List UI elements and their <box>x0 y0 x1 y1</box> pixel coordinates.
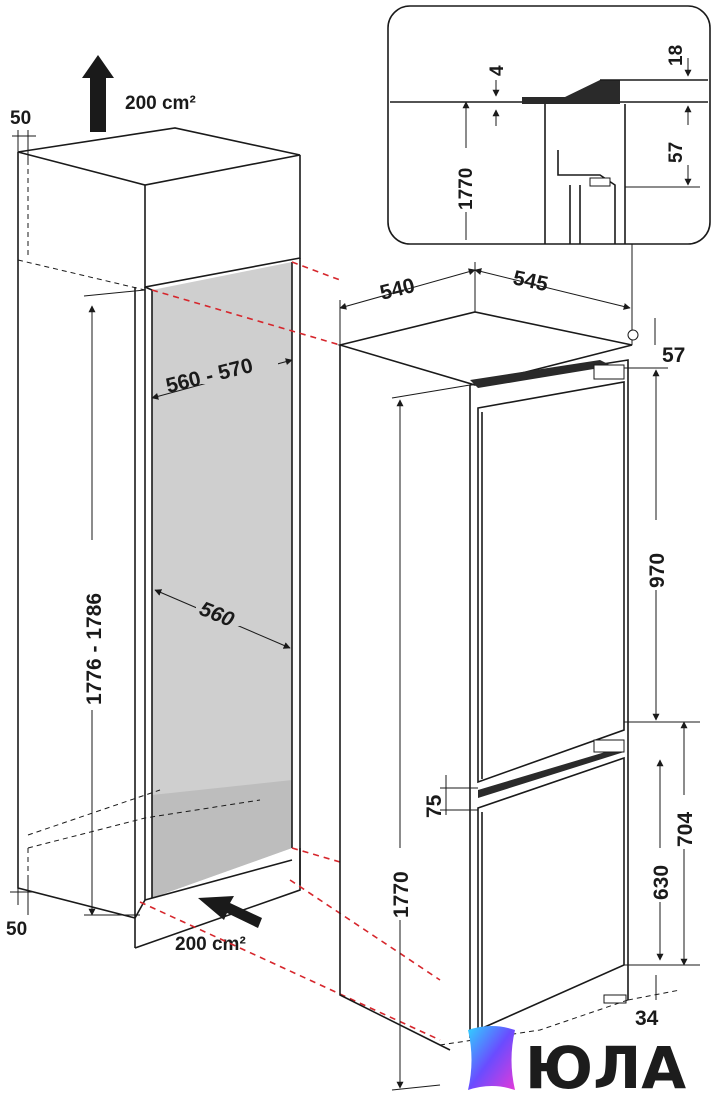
vent-bottom-gap: 50 <box>6 919 27 940</box>
detail-gap: 4 <box>487 65 508 76</box>
vent-bottom-area: 200 cm² <box>175 934 246 955</box>
lower-section-height: 704 <box>674 812 697 847</box>
yula-logo-icon <box>468 1026 515 1090</box>
upper-door <box>477 381 625 784</box>
yula-logo: ЮЛА <box>468 1026 686 1100</box>
detail-frame <box>387 5 711 245</box>
detail-height: 1770 <box>456 168 477 210</box>
niche-back <box>152 262 292 898</box>
upper-door-height: 970 <box>646 553 669 588</box>
cabinet-top-front <box>144 155 301 288</box>
fridge-height: 1770 <box>390 871 413 918</box>
fridge-side <box>339 345 451 1051</box>
detail-callout-icon <box>627 329 639 341</box>
fridge-depth: 540 <box>378 274 418 305</box>
vent-top-gap: 50 <box>10 108 31 129</box>
cabinet-plinth <box>134 848 301 949</box>
cabinet-top-face <box>17 127 301 186</box>
niche-floor <box>152 780 292 898</box>
niche-height: 1776 - 1786 <box>83 593 106 705</box>
base-height: 34 <box>635 1007 659 1030</box>
fridge-top <box>336 311 633 386</box>
door-gap: 75 <box>423 794 446 818</box>
fridge-dimensions: 540 545 57 970 75 630 704 34 1770 <box>339 262 700 1091</box>
vent-bottom: 200 cm² 50 <box>6 880 262 955</box>
fridge <box>336 311 681 1051</box>
cabinet <box>17 127 301 949</box>
alignment-lines <box>139 261 441 1041</box>
lower-door <box>477 756 625 1032</box>
detail-clearance: 57 <box>666 142 687 163</box>
top-clearance: 57 <box>662 344 685 367</box>
arrow-in-icon <box>198 896 262 928</box>
vent-top-area: 200 cm² <box>125 93 196 114</box>
detail-trim: 18 <box>666 45 687 66</box>
vent-top: 200 cm² 50 <box>10 55 196 160</box>
arrow-up-icon <box>82 55 114 132</box>
lower-door-height: 630 <box>650 865 673 900</box>
fridge-width: 545 <box>511 266 550 296</box>
yula-logo-text: ЮЛА <box>525 1034 686 1100</box>
cabinet-left-side <box>17 152 136 919</box>
detail-inset: 1770 4 18 57 <box>387 5 711 341</box>
